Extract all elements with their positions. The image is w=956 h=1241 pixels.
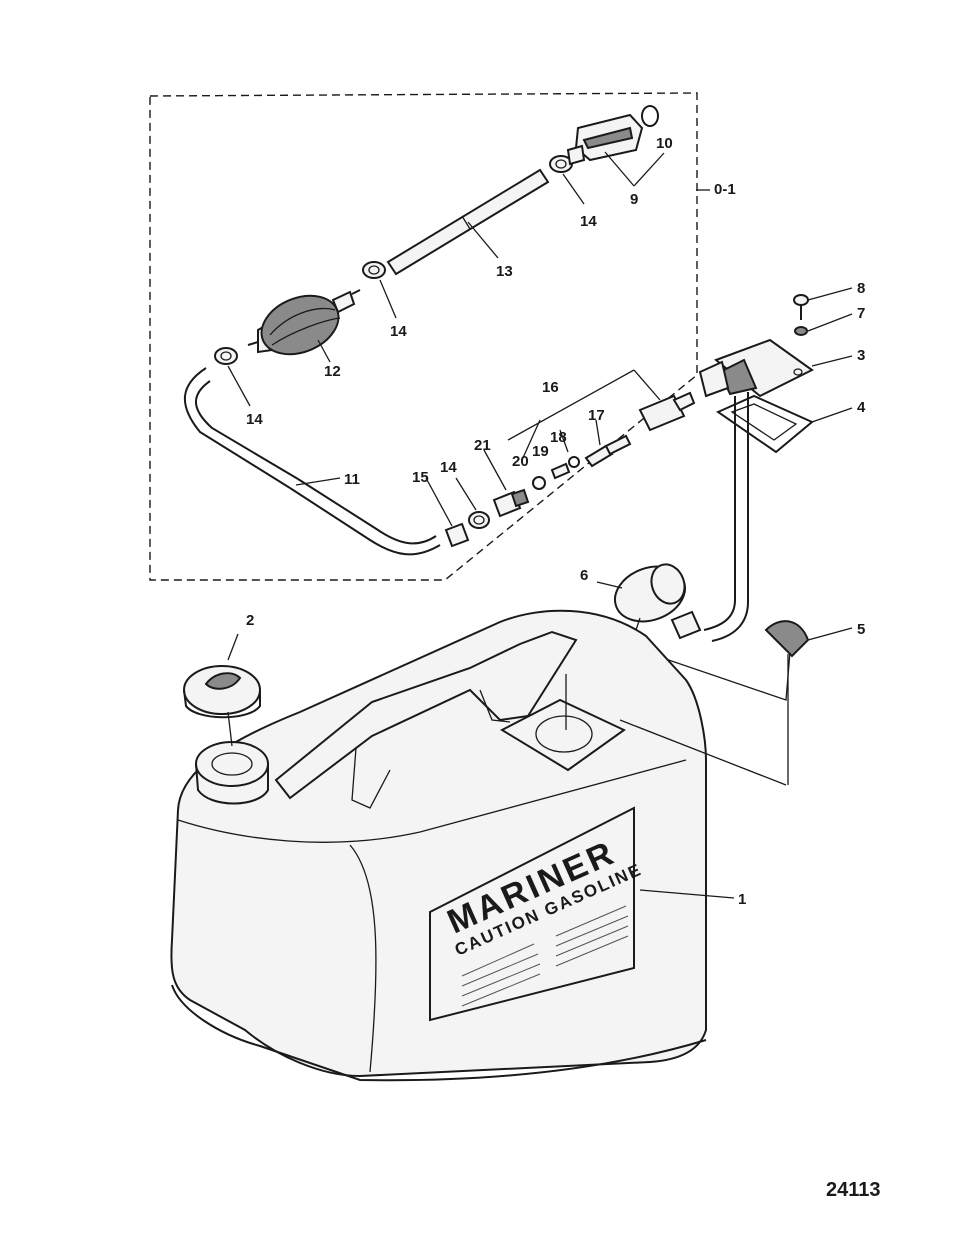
callout-5: 5	[857, 621, 865, 638]
fuel-cap-2	[183, 665, 261, 747]
hose-clamp-lower	[468, 511, 490, 529]
callout-18: 18	[550, 429, 567, 446]
callout-12: 12	[324, 363, 341, 380]
pickup-cover-3	[698, 338, 814, 398]
callout-3: 3	[857, 347, 865, 364]
spring-18	[568, 456, 580, 468]
callout-4: 4	[857, 399, 866, 416]
callout-6: 6	[580, 567, 588, 584]
label-fine-print	[461, 905, 629, 1007]
callout-2: 2	[246, 612, 254, 629]
o-ring-10	[641, 105, 659, 127]
hose-clamp-connector	[549, 155, 573, 173]
callout-15: 15	[412, 469, 429, 486]
hose-barb-15	[444, 522, 470, 548]
callout-8: 8	[857, 280, 865, 297]
callout-13: 13	[496, 263, 513, 280]
fuel-gauge-5	[764, 620, 810, 785]
nipple-19	[550, 462, 571, 480]
callout-9: 9	[630, 191, 638, 208]
washer-7	[794, 326, 808, 336]
callout-16: 16	[542, 379, 559, 396]
callout-19: 19	[532, 443, 549, 460]
primer-bulb-12	[247, 289, 361, 356]
leader-lines-tank	[227, 633, 787, 899]
leader-lines-pickup	[596, 287, 853, 641]
callout-10: 10	[656, 135, 673, 152]
callout-14-lower: 14	[440, 459, 457, 476]
screw-8	[793, 294, 809, 320]
figure-number: 24113	[826, 1179, 881, 1201]
leader-lines-kit	[227, 151, 710, 527]
fuel-connector-9	[566, 113, 644, 166]
fitting-21	[492, 488, 530, 518]
callout-14-left: 14	[246, 411, 263, 428]
callout-1: 1	[738, 891, 746, 908]
callout-20: 20	[512, 453, 529, 470]
valve-17	[584, 434, 632, 468]
pickup-tube	[703, 392, 749, 642]
callout-14-bulb-outlet: 14	[390, 323, 407, 340]
callout-0-1: 0-1	[714, 181, 736, 198]
washer-20	[532, 476, 546, 490]
connector-assembly-16	[638, 391, 696, 432]
callout-7: 7	[857, 305, 865, 322]
fuel-line-kit-boundary	[149, 92, 698, 581]
callout-14-connector: 14	[580, 213, 597, 230]
callout-21: 21	[474, 437, 491, 454]
hose-clamp-bulb-outlet	[362, 261, 386, 279]
fuel-hose-11	[184, 367, 441, 556]
hose-clamp-left	[214, 347, 238, 365]
gasket-4	[715, 394, 814, 454]
callout-11: 11	[344, 471, 360, 488]
callout-17: 17	[588, 407, 605, 424]
